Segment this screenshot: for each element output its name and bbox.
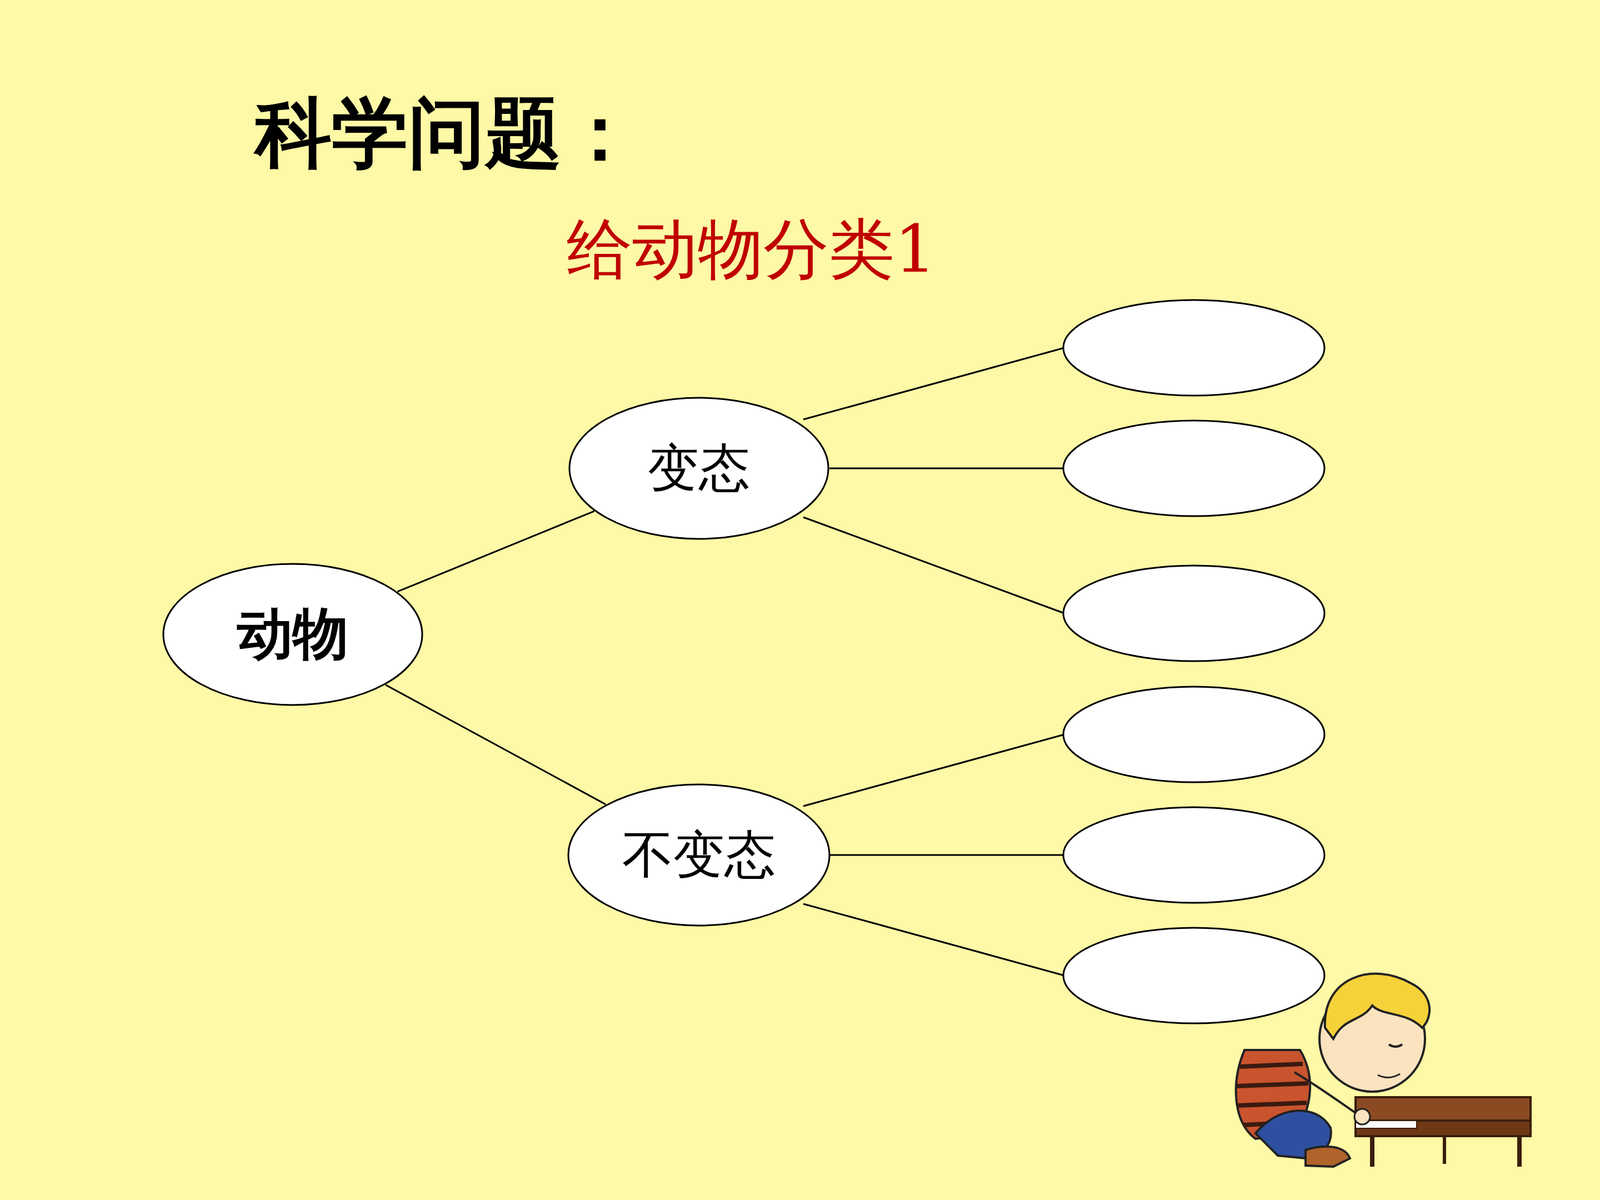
cartoon-pianist <box>1236 973 1531 1167</box>
slide-title: 科学问题： <box>255 82 639 186</box>
connector-line <box>397 511 594 592</box>
node-label: 变态 <box>647 433 750 503</box>
node-label: 不变态 <box>622 820 776 890</box>
connector-line <box>385 685 606 805</box>
empty-ellipses <box>1063 300 1325 1024</box>
ellipse-node: 变态 <box>568 396 830 540</box>
branch-lines <box>803 347 1065 976</box>
ellipse-node: 不变态 <box>567 783 831 927</box>
subtitle: 给动物分类1 <box>566 205 937 295</box>
node-label: 动物 <box>237 597 349 673</box>
ellipse-node: 动物 <box>162 562 424 707</box>
